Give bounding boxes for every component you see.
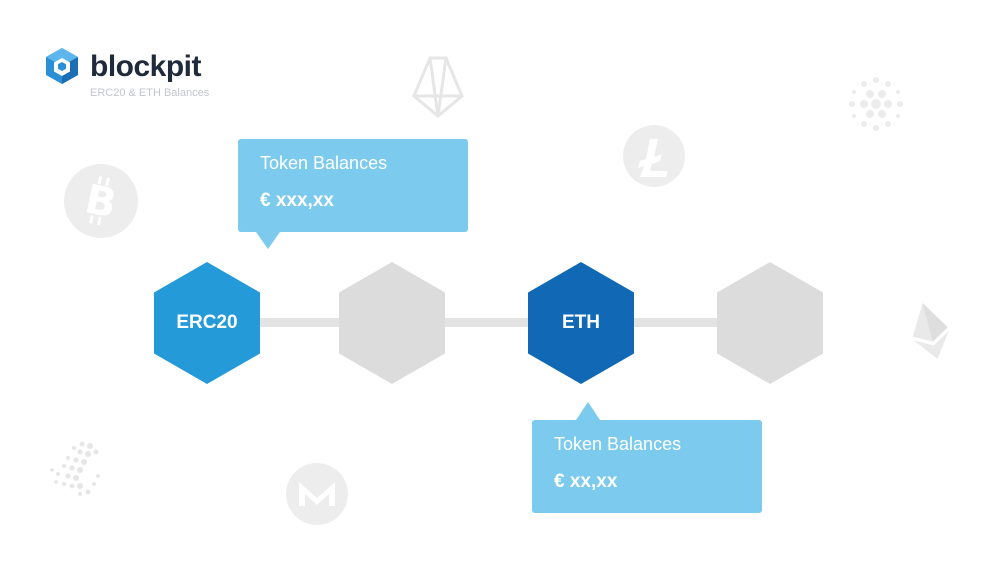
blockpit-cube-icon xyxy=(46,48,78,84)
brand-name: blockpit xyxy=(90,50,202,83)
litecoin-icon xyxy=(623,125,685,187)
erc20-tooltip-value: € xxx,xx xyxy=(260,190,334,211)
erc20-tooltip-pointer xyxy=(256,232,280,249)
cardano-icon xyxy=(849,77,903,131)
node-erc20[interactable]: ERC20 xyxy=(154,262,260,384)
brand-subtitle: ERC20 & ETH Balances xyxy=(90,87,210,99)
node-inactive-2 xyxy=(717,262,823,384)
erc20-tooltip-box xyxy=(238,139,468,232)
eth-tooltip-box xyxy=(532,420,762,513)
node-inactive-1 xyxy=(339,262,445,384)
monero-icon xyxy=(286,463,348,525)
node-eth[interactable]: ETH xyxy=(528,262,634,384)
bitcoin-icon: B xyxy=(64,164,138,238)
eth-tooltip-value: € xx,xx xyxy=(554,471,618,492)
eth-tooltip-pointer xyxy=(576,402,600,420)
erc20-balance-tooltip: Token Balances € xxx,xx xyxy=(238,139,468,251)
node-eth-label: ETH xyxy=(562,312,600,333)
ethereum-icon xyxy=(912,302,949,360)
eth-balance-tooltip: Token Balances € xx,xx xyxy=(532,402,762,513)
eth-tooltip-title: Token Balances xyxy=(554,434,682,454)
node-erc20-label: ERC20 xyxy=(176,312,238,333)
erc20-tooltip-title: Token Balances xyxy=(260,153,388,173)
iota-icon xyxy=(50,441,100,496)
chain-connector xyxy=(250,318,730,327)
eos-icon xyxy=(412,56,464,118)
